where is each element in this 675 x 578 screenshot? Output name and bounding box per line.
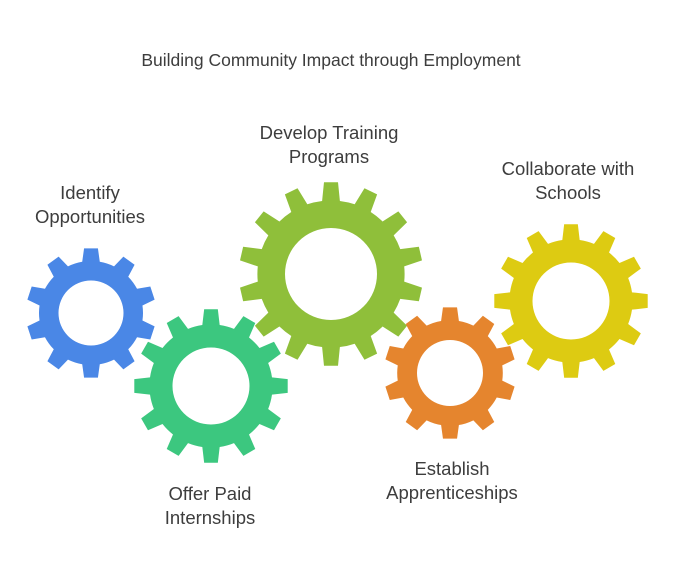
step-label-line: Apprenticeships [386, 482, 518, 503]
step-label-develop-training-programs: Develop Training Programs [234, 121, 424, 169]
step-label-line: Offer Paid [168, 483, 252, 504]
step-label-offer-paid-internships: Offer Paid Internships [130, 482, 290, 530]
gear-icon-identify [27, 248, 155, 378]
gear-icon-develop [240, 182, 422, 366]
gear-icon-offer [134, 309, 288, 463]
step-label-collaborate-with-schools: Collaborate with Schools [484, 157, 652, 205]
step-label-identify-opportunities: Identify Opportunities [10, 181, 170, 229]
step-label-line: Internships [164, 507, 256, 528]
step-label-line: Establish [414, 458, 490, 479]
step-label-line: Identify [60, 182, 120, 203]
step-label-line: Opportunities [34, 206, 146, 227]
step-label-line: Programs [288, 146, 370, 167]
step-label-line: Schools [535, 182, 601, 203]
gear-icon-establish [385, 307, 515, 439]
step-label-line: Develop Training [259, 122, 399, 143]
step-label-establish-apprenticeships: Establish Apprenticeships [368, 457, 536, 505]
step-label-line: Collaborate with [501, 158, 635, 179]
gear-icon-collab [494, 224, 648, 378]
diagram-title: Building Community Impact through Employ… [141, 50, 521, 70]
